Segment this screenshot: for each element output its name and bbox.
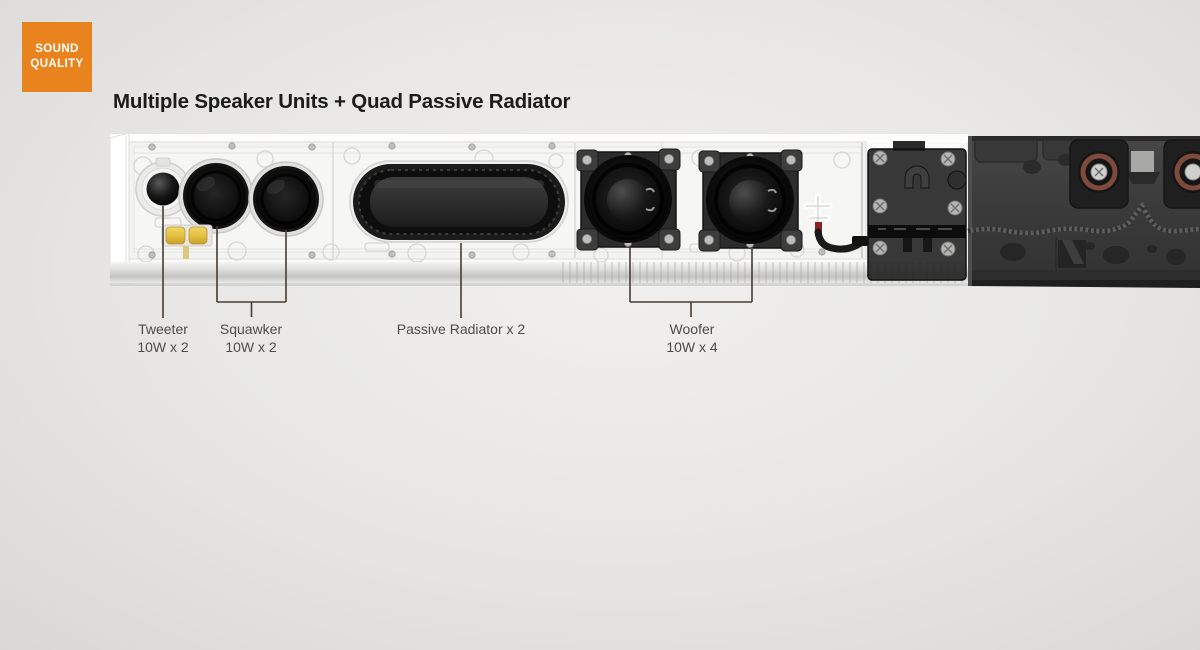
braided-cable-graphic	[967, 201, 1200, 236]
badge-line1: SOUND	[35, 43, 79, 55]
callout-label-passive-radiator: Passive Radiator x 2	[397, 320, 525, 338]
callout-lines	[162, 206, 753, 318]
callout-spec: 10W x 4	[666, 339, 718, 355]
callout-line-squawker	[216, 226, 287, 317]
amplifier-module-graphic	[867, 141, 967, 281]
callout-label-tweeter: Tweeter 10W x 2	[137, 320, 188, 356]
soundbar-illustration	[109, 132, 1200, 318]
badge-line2: QUALITY	[30, 58, 84, 70]
soundbar-exterior-section	[967, 136, 1200, 288]
passive-radiator-graphic	[349, 160, 569, 243]
callout-label-woofer: Woofer 10W x 4	[666, 320, 717, 356]
callout-spec: 10W x 2	[137, 339, 189, 355]
woofer-graphic	[576, 148, 803, 252]
wiring-graphic	[803, 193, 868, 253]
callout-spec: 10W x 2	[225, 339, 277, 355]
crossover-capacitors-graphic	[161, 224, 213, 259]
tweeter-graphic	[135, 157, 191, 217]
page-title: Multiple Speaker Units + Quad Passive Ra…	[113, 90, 571, 113]
callout-label-squawker: Squawker 10W x 2	[220, 320, 282, 356]
callout-name: Tweeter	[138, 321, 188, 337]
squawker-graphic	[178, 158, 324, 237]
driver-back-graphic	[1163, 139, 1200, 209]
callout-name: Woofer	[669, 321, 715, 337]
callout-line-woofer	[629, 246, 753, 317]
panel-screws	[148, 142, 826, 259]
callout-name: Passive Radiator x 2	[396, 321, 526, 337]
callout-name: Squawker	[219, 321, 283, 337]
driver-back-graphic	[1069, 139, 1129, 209]
sound-quality-badge: SOUND QUALITY	[22, 22, 92, 92]
